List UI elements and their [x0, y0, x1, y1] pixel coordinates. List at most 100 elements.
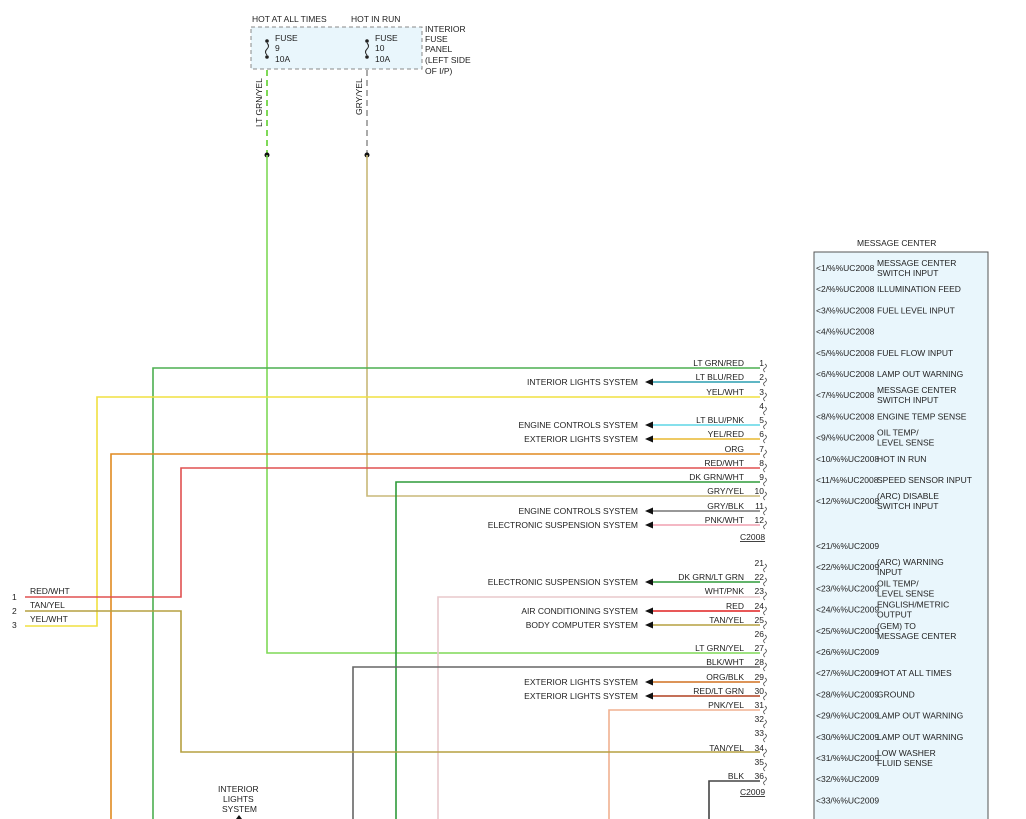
- message-center-pin: <28/%%UC2009: [816, 689, 879, 699]
- wire-destination-label: EXTERIOR LIGHTS SYSTEM: [524, 677, 638, 687]
- fuse-10: FUSE 10 10A: [365, 33, 398, 64]
- wire-color-label: YEL/WHT: [706, 387, 744, 397]
- wire-destination-label: ENGINE CONTROLS SYSTEM: [519, 420, 639, 430]
- wire-stubs: [645, 363, 767, 786]
- terminal-icon: [763, 577, 767, 587]
- wire-color-label: PNK/YEL: [708, 700, 744, 710]
- terminal-icon: [763, 648, 767, 658]
- wire-route-10: [366, 155, 760, 497]
- arrow-left-icon: [645, 678, 653, 686]
- wire-pin-number: 6: [759, 429, 764, 439]
- message-center-pin-desc: LAMP OUT WARNING: [877, 711, 963, 721]
- wire-color-label: DK GRN/LT GRN: [678, 572, 744, 582]
- fuse-panel-description: INTERIOR FUSE PANEL (LEFT SIDE OF I/P): [425, 24, 471, 76]
- wire-pin-number: 4: [759, 401, 764, 411]
- terminal-icon: [763, 563, 767, 573]
- left-terminal-number: 1: [12, 592, 17, 602]
- message-center-pin-desc: HOT IN RUN: [877, 454, 926, 464]
- panel-desc-line-1: INTERIOR: [425, 24, 466, 34]
- wire-pin-number: 2: [759, 372, 764, 382]
- message-center-pin: <32/%%UC2009: [816, 774, 879, 784]
- message-center-pin-desc: (ARC) DISABLE: [877, 491, 939, 501]
- message-center-pin-desc: FLUID SENSE: [877, 758, 933, 768]
- message-center-pin-desc: SWITCH INPUT: [877, 268, 938, 278]
- wire-pin-number: 21: [755, 558, 765, 568]
- interior-lights-line-3: SYSTEM: [222, 804, 257, 814]
- wire-destination-label: ELECTRONIC SUSPENSION SYSTEM: [488, 577, 638, 587]
- interior-lights-line-1: INTERIOR: [218, 784, 259, 794]
- terminal-icon: [763, 477, 767, 487]
- wire-color-label: TAN/YEL: [709, 743, 744, 753]
- message-center-box: [813, 251, 989, 819]
- message-center-pin: <29/%%UC2009: [816, 711, 879, 721]
- wire-pin-number: 34: [755, 743, 765, 753]
- message-center-pin: <3/%%UC2008: [816, 305, 875, 315]
- terminal-icon: [763, 733, 767, 743]
- arrow-left-icon: [645, 692, 653, 700]
- left-terminal-number: 3: [12, 620, 17, 630]
- wire-color-label: GRY/YEL: [707, 486, 744, 496]
- message-center-pin-desc: MESSAGE CENTER: [877, 631, 956, 641]
- message-center-pin-desc: FUEL LEVEL INPUT: [877, 305, 955, 315]
- terminal-icon: [763, 434, 767, 444]
- wire-destination-label: INTERIOR LIGHTS SYSTEM: [527, 377, 638, 387]
- wire-pin-number: 31: [755, 700, 765, 710]
- message-center-title: MESSAGE CENTER: [857, 238, 936, 248]
- terminal-icon: [763, 762, 767, 772]
- message-center-pin-desc: SWITCH INPUT: [877, 501, 938, 511]
- fuse-9-line-2: 9: [275, 43, 280, 53]
- panel-desc-line-3: PANEL: [425, 44, 453, 54]
- fuse-panel-box: [250, 26, 423, 70]
- message-center-pin: <8/%%UC2008: [816, 411, 875, 421]
- fuse-9: FUSE 9 10A: [265, 33, 298, 64]
- interior-lights-line-2: LIGHTS: [223, 794, 254, 804]
- wire-route-9: [395, 481, 760, 819]
- wire-pin-number: 32: [755, 714, 765, 724]
- terminal-icon: [763, 748, 767, 758]
- wire-pin-number: 8: [759, 458, 764, 468]
- wire-pin-number: 11: [755, 501, 764, 511]
- message-center-pin-desc: GROUND: [877, 689, 915, 699]
- terminal-icon: [763, 363, 767, 373]
- wire-destination-label: ENGINE CONTROLS SYSTEM: [519, 506, 639, 516]
- message-center-pin: <11/%%UC2008: [816, 475, 879, 485]
- message-center-pin: <6/%%UC2008: [816, 369, 875, 379]
- message-center-pin-desc: LOW WASHER: [877, 748, 936, 758]
- wire-route-36: [708, 780, 760, 819]
- terminal-icon: [763, 776, 767, 786]
- fuse-9-line-1: FUSE: [275, 33, 298, 43]
- wire-color-label: LT GRN/YEL: [695, 643, 744, 653]
- message-center-pin: <33/%%UC2009: [816, 795, 879, 805]
- wire-route-27: [266, 155, 760, 654]
- message-center-pin: <5/%%UC2008: [816, 348, 875, 358]
- wire-color-label: LT BLU/RED: [696, 372, 744, 382]
- connector-c2009: C2009: [740, 787, 765, 797]
- terminal-icon: [763, 662, 767, 672]
- terminal-icon: [763, 677, 767, 687]
- wire-pin-number: 10: [755, 486, 765, 496]
- terminal-icon: [763, 606, 767, 616]
- message-center-pin-desc: SPEED SENSOR INPUT: [877, 475, 972, 485]
- message-center-pin: <26/%%UC2009: [816, 647, 879, 657]
- message-center-pin: <12/%%UC2008: [816, 496, 879, 506]
- wire-pin-number: 29: [755, 672, 765, 682]
- arrow-left-icon: [645, 421, 653, 429]
- wire-route-34: [25, 610, 760, 753]
- terminal-icon: [763, 420, 767, 430]
- hot-in-run-label: HOT IN RUN: [351, 14, 400, 24]
- fuse-10-wire-label: GRY/YEL: [354, 78, 364, 115]
- fuse-10-line-2: 10: [375, 43, 385, 53]
- message-center-pin-desc: OUTPUT: [877, 610, 912, 620]
- wire-pin-number: 24: [755, 601, 765, 611]
- left-terminal-color: YEL/WHT: [30, 614, 68, 624]
- wire-color-label: BLK: [728, 771, 744, 781]
- arrow-left-icon: [645, 607, 653, 615]
- message-center-pin-desc: ILLUMINATION FEED: [877, 284, 961, 294]
- terminal-icon: [763, 377, 767, 387]
- message-center-pin: <24/%%UC2009: [816, 605, 879, 615]
- message-center-pin-desc: LEVEL SENSE: [877, 588, 935, 598]
- wire-color-label: ORG: [725, 444, 744, 454]
- wire-color-label: RED/LT GRN: [693, 686, 744, 696]
- message-center-pin: <21/%%UC2009: [816, 541, 879, 551]
